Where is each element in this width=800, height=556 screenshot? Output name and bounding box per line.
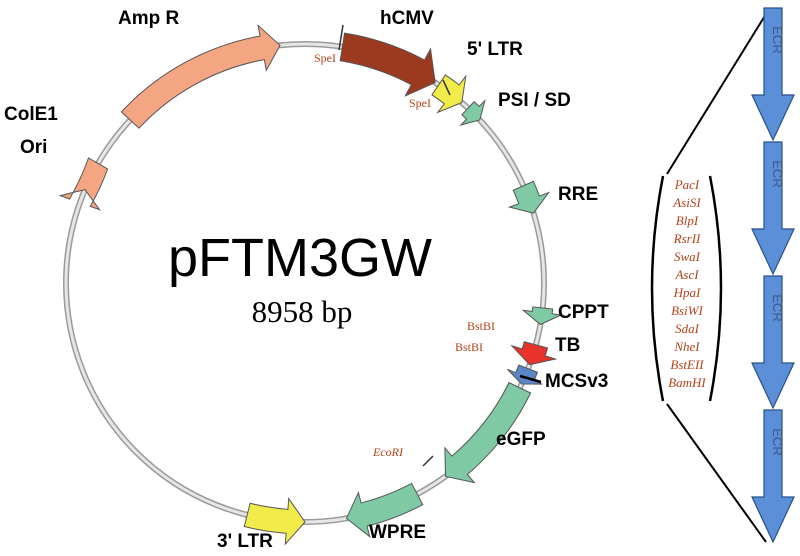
mcs-site: PacI — [674, 177, 700, 192]
ecr-column: ECR ECR ECR ECR — [751, 7, 795, 544]
amp-r-arrow — [120, 24, 281, 129]
mcs-site: RsrII — [673, 231, 701, 246]
mcs-label: MCSv3 — [545, 371, 608, 392]
ecr-label: ECR — [770, 428, 785, 455]
ltr5-label: 5' LTR — [467, 39, 523, 60]
ecr-arrow — [751, 275, 795, 410]
mcs-site-list: PacI AsiSI BlpI RsrII SwaI AscI HpaI Bsi… — [668, 177, 706, 390]
tb-arrow — [510, 341, 558, 366]
psi-sd-arrow — [459, 98, 486, 126]
ecori-label: EcoRI — [372, 445, 404, 459]
spe1-b-label: SpeI — [409, 96, 431, 110]
hcmv-arrow — [339, 32, 436, 97]
mcs-site: BlpI — [676, 213, 699, 228]
plasmid-size: 8958 bp — [252, 294, 353, 329]
cole1-label-line2: Ori — [20, 137, 47, 158]
spe1-a-label: SpeI — [314, 51, 336, 65]
amp-r-label: Amp R — [118, 8, 180, 29]
mcs-close-paren — [708, 175, 723, 402]
egfp-arrow — [444, 381, 532, 484]
tb-label: TB — [555, 335, 580, 356]
mcs-site: HpaI — [673, 285, 701, 300]
mcs-site: AsiSI — [672, 195, 701, 210]
features-layer — [58, 24, 563, 546]
mcs-site: NheI — [673, 339, 700, 354]
mcs-connector — [519, 374, 542, 384]
mcs-site: AscI — [674, 267, 699, 282]
mcs-site: BstEII — [670, 357, 704, 372]
ecr-label: ECR — [770, 294, 785, 321]
bstbi-a-label: BstBI — [467, 319, 495, 333]
cole1-arrow — [58, 157, 109, 211]
rre-arrow — [507, 180, 551, 214]
egfp-label: eGFP — [496, 429, 546, 450]
spe1-a-tick — [338, 24, 344, 51]
mcs-open-paren — [650, 175, 665, 402]
mcs-site: BamHI — [668, 375, 706, 390]
cole1-label-line1: ColE1 — [4, 104, 58, 125]
ltr3-arrow — [243, 497, 306, 546]
hcmv-label: hCMV — [380, 8, 434, 29]
spe1-b-tick — [442, 79, 451, 96]
mcs-site: SdaI — [675, 321, 700, 336]
ecr-arrow — [751, 7, 795, 142]
ecr-connector-top — [666, 13, 767, 175]
cppt-label: CPPT — [558, 302, 609, 323]
wpre-arrow — [345, 482, 424, 538]
rre-label: RRE — [558, 184, 598, 205]
cppt-arrow — [521, 306, 563, 326]
ecr-label: ECR — [770, 160, 785, 187]
ecr-connector-bottom — [666, 403, 767, 543]
plasmid-name: pFTM3GW — [168, 228, 432, 288]
ecr-label: ECR — [770, 26, 785, 53]
ecr-arrow — [751, 141, 795, 276]
ltr3-label: 3' LTR — [217, 531, 273, 552]
ecr-arrow — [751, 409, 795, 544]
bstbi-b-label: BstBI — [455, 340, 483, 354]
psi-sd-label: PSI / SD — [498, 90, 571, 111]
ecori-tick — [422, 455, 434, 467]
mcs-site: SwaI — [674, 249, 701, 264]
mcs-site: BsiWI — [671, 303, 703, 318]
wpre-label: WPRE — [369, 522, 426, 543]
